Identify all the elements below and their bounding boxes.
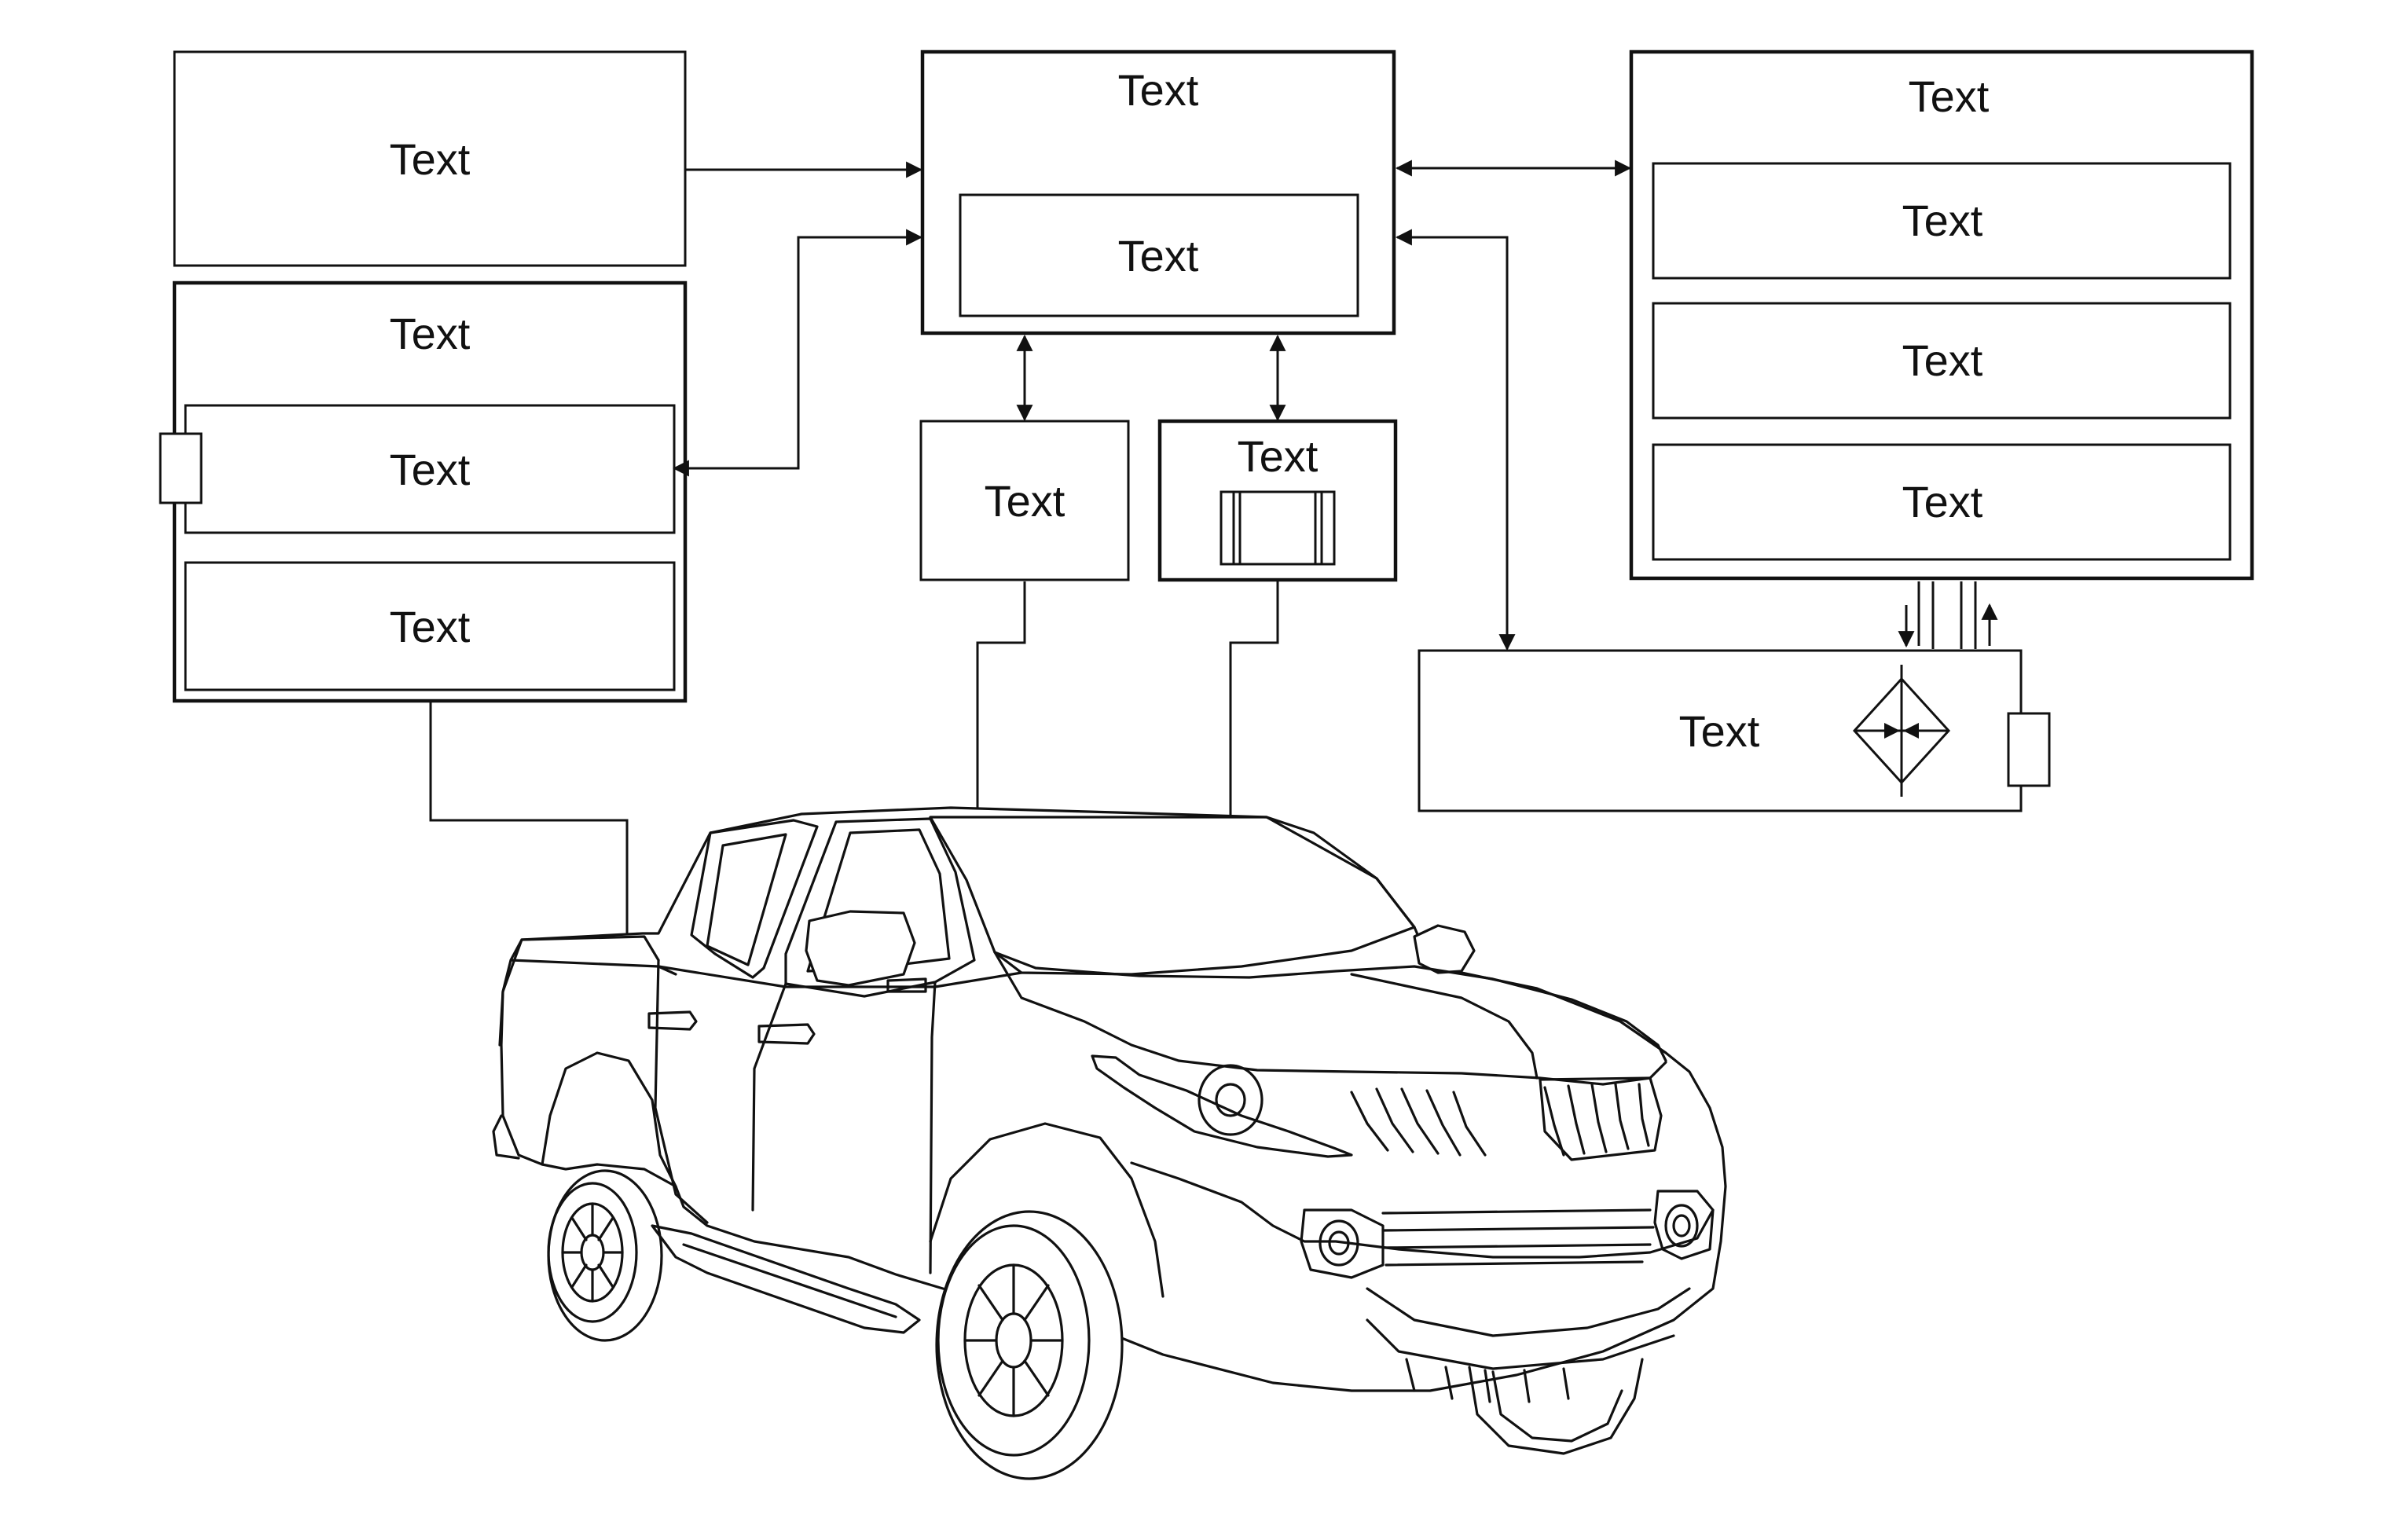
pickup-truck-illustration: [492, 806, 1727, 1480]
rear-wheel: [547, 1169, 663, 1342]
block-bottom-right: Text: [1418, 649, 2051, 812]
block-center-main: Text Text: [920, 50, 1396, 336]
front-grille: [1350, 1076, 1663, 1161]
right-connector-icon: [2007, 712, 2051, 787]
block-center-main-title: Text: [1118, 65, 1199, 115]
block-top-left-label: Text: [390, 134, 471, 184]
front-wheel: [935, 1210, 1124, 1480]
block-left-group: Text Text Text: [159, 280, 688, 703]
left-connector-icon: [159, 432, 203, 504]
block-bottom-right-label: Text: [1679, 706, 1760, 756]
leader-left-group: [429, 701, 629, 1007]
block-left-inner-2-label: Text: [390, 602, 471, 651]
connector-arrows: [672, 160, 1998, 651]
diamond-sensor-icon: [1852, 665, 1951, 797]
block-center-small-1: Text: [919, 420, 1130, 581]
block-top-left: Text: [173, 50, 687, 267]
arrow-center-to-bottom-right: [1395, 229, 1516, 651]
block-right-group-title: Text: [1909, 72, 1990, 121]
block-left-inner-1-label: Text: [390, 445, 471, 494]
block-right-inner-1-label: Text: [1902, 196, 1983, 245]
block-center-small-1-label: Text: [985, 476, 1065, 526]
block-right-inner-2-label: Text: [1902, 336, 1983, 385]
block-left-group-title: Text: [390, 309, 471, 358]
arrow-center-to-left-group: [672, 229, 923, 477]
block-right-group: Text Text Text Text: [1629, 50, 2254, 581]
sensor-icon: [1220, 490, 1336, 566]
block-center-small-2-title: Text: [1238, 431, 1319, 481]
block-center-small-2: Text: [1157, 419, 1398, 582]
block-center-main-inner-label: Text: [1118, 231, 1199, 280]
block-right-inner-3-label: Text: [1902, 477, 1983, 526]
